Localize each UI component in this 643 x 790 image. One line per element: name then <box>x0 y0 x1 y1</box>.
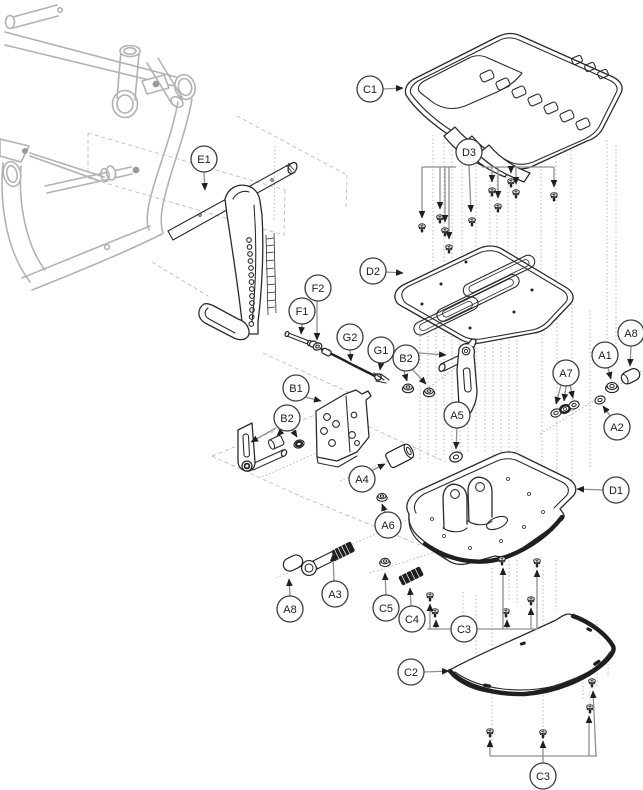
callout-a2: A2 <box>603 413 631 441</box>
callout-c3-lower: C3 <box>529 762 557 790</box>
svg-text:D2: D2 <box>366 266 380 278</box>
svg-text:C2: C2 <box>404 667 418 679</box>
d2-plate-art <box>394 245 574 344</box>
svg-text:C4: C4 <box>405 614 419 626</box>
callout-b2-left: B2 <box>273 404 301 432</box>
svg-text:A1: A1 <box>598 350 611 362</box>
svg-text:A8: A8 <box>624 328 637 340</box>
b1-bracket-art <box>315 389 372 468</box>
callout-c3-upper: C3 <box>450 615 478 643</box>
svg-text:C3: C3 <box>536 771 550 783</box>
callout-a3: A3 <box>321 580 349 608</box>
c2-plate-art <box>447 613 616 697</box>
frame-art <box>0 4 196 291</box>
callout-c4: C4 <box>398 605 426 633</box>
callout-g2: G2 <box>336 323 364 351</box>
callout-c2: C2 <box>397 658 425 686</box>
svg-text:B2: B2 <box>399 353 412 365</box>
callout-d3: D3 <box>455 138 483 166</box>
svg-text:A4: A4 <box>355 474 368 486</box>
svg-text:A6: A6 <box>381 520 394 532</box>
callout-b2-right: B2 <box>392 344 420 372</box>
svg-text:B2: B2 <box>280 413 293 425</box>
b2-right-hanger-pin-art <box>401 338 478 420</box>
svg-text:G1: G1 <box>374 345 389 357</box>
svg-text:B1: B1 <box>289 383 302 395</box>
callout-a4: A4 <box>348 465 376 493</box>
svg-text:C3: C3 <box>457 624 471 636</box>
callouts: E1 C1 D3 D2 F2 F1 G2 G1 <box>190 75 643 790</box>
callout-a7: A7 <box>552 359 580 387</box>
svg-text:F2: F2 <box>312 283 325 295</box>
callout-f1: F1 <box>288 297 316 325</box>
svg-text:D1: D1 <box>609 485 623 497</box>
svg-text:A5: A5 <box>450 410 463 422</box>
callout-d2: D2 <box>359 257 387 285</box>
svg-text:E1: E1 <box>197 154 210 166</box>
cable-assembly-art <box>284 330 390 384</box>
a4-a5-a6-hardware-art <box>376 443 463 502</box>
callout-e1: E1 <box>190 145 218 173</box>
callout-a6: A6 <box>374 511 402 539</box>
right-hardware-art <box>549 368 641 419</box>
callout-d1: D1 <box>602 476 630 504</box>
c5-c4-hardware-art <box>379 557 424 586</box>
callout-f2: F2 <box>304 274 332 302</box>
callout-a8-right: A8 <box>617 319 643 347</box>
svg-text:A2: A2 <box>610 422 623 434</box>
callout-a8-left: A8 <box>276 595 304 623</box>
svg-text:A3: A3 <box>328 589 341 601</box>
svg-text:G2: G2 <box>343 332 358 344</box>
svg-text:C1: C1 <box>363 84 377 96</box>
b2-left-hardware-art <box>237 422 306 472</box>
callout-a1: A1 <box>591 341 619 369</box>
svg-text:A7: A7 <box>559 368 572 380</box>
callout-a5: A5 <box>443 401 471 429</box>
e1-hanger-art <box>167 161 298 341</box>
callout-c5: C5 <box>372 594 400 622</box>
callout-g1: G1 <box>367 336 395 364</box>
svg-text:A8: A8 <box>283 604 296 616</box>
leader-lines <box>201 85 634 763</box>
svg-text:D3: D3 <box>462 147 476 159</box>
callout-b1: B1 <box>282 374 310 402</box>
svg-text:C5: C5 <box>379 603 393 615</box>
callout-c1: C1 <box>356 75 384 103</box>
svg-text:F1: F1 <box>296 306 309 318</box>
d1-tray-art <box>406 451 577 566</box>
